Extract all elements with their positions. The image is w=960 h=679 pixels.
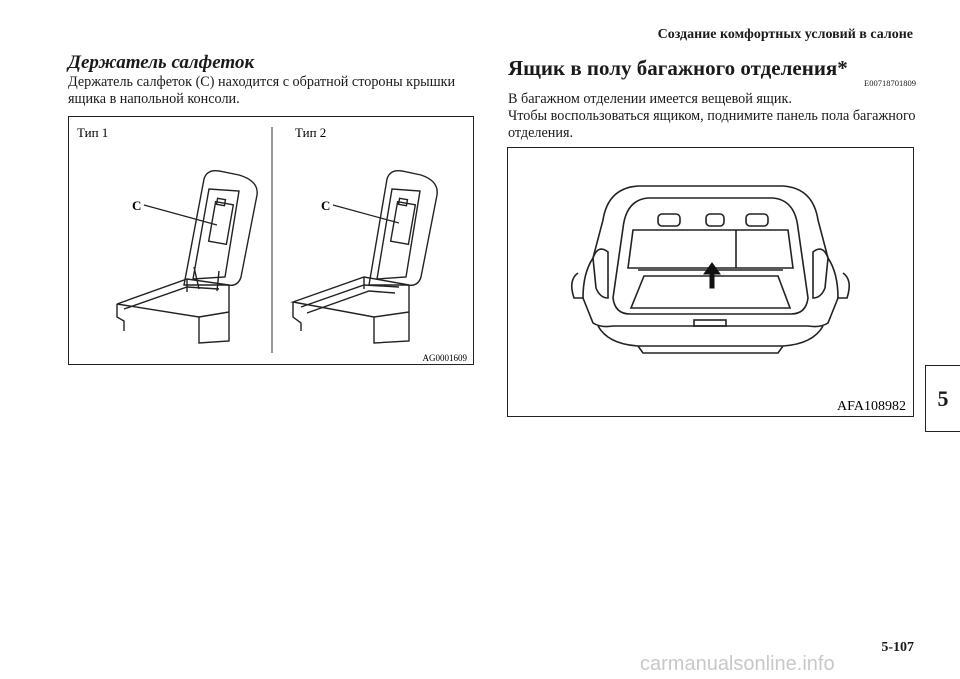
section-heading-tissue-holder: Держатель салфеток: [68, 52, 255, 73]
section-paragraph-cargo-box: В багажном отделении имеется вещевой ящи…: [508, 91, 918, 142]
section-code: E00718701809: [864, 78, 916, 88]
callout-c-type2: C: [321, 198, 330, 213]
page-number: 5-107: [881, 640, 914, 655]
console-type2-drawing: [290, 169, 438, 344]
figure-cargo-floor-box: AFA108982: [507, 147, 914, 417]
chapter-tab: 5: [925, 365, 960, 432]
callout-c-type1: C: [132, 198, 141, 213]
running-header: Создание комфортных условий в салоне: [657, 27, 913, 42]
console-type1-drawing: [116, 169, 258, 344]
type2-label: Тип 2: [295, 125, 326, 140]
type1-label: Тип 1: [77, 125, 108, 140]
section-heading-cargo-box: Ящик в полу багажного отделения*: [508, 56, 848, 80]
up-arrow-icon: [703, 262, 721, 289]
tissue-holder-illustration: Тип 1 Тип 2 C C: [77, 125, 468, 363]
figure-id-left: AG0001609: [423, 353, 468, 363]
paragraph-line-2: Чтобы воспользоваться ящиком, поднимите …: [508, 108, 916, 141]
cargo-area-illustration: AFA108982: [570, 185, 906, 414]
figure-tissue-holder: Тип 1 Тип 2 C C: [68, 116, 474, 365]
watermark: carmanualsonline.info: [640, 653, 835, 675]
section-paragraph-tissue-holder: Держатель салфеток (C) находится с обрат…: [68, 74, 456, 107]
paragraph-line-1: В багажном отделении имеется вещевой ящи…: [508, 91, 792, 107]
figure-id-right: AFA108982: [837, 399, 906, 414]
